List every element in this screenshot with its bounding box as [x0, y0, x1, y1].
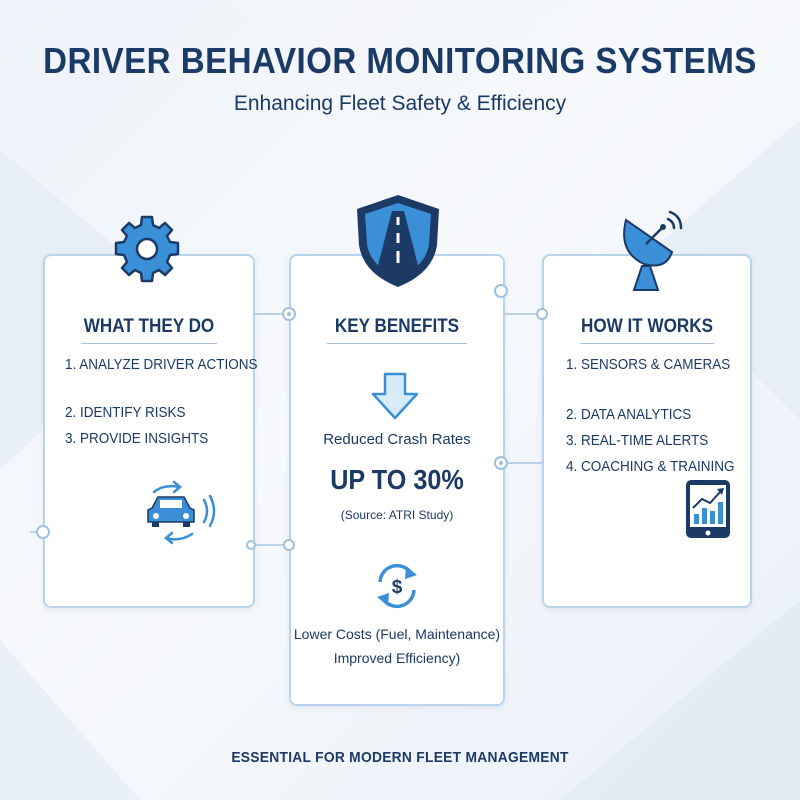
heading-divider — [327, 343, 467, 344]
satellite-dish-icon — [623, 210, 683, 291]
down-arrow-icon — [371, 372, 419, 420]
dollar-cycle-icon: $ — [377, 563, 417, 609]
card-how-it-works: HOW IT WORKS 1. SENSORS & CAMERAS 2. DAT… — [542, 254, 752, 608]
heading-divider — [580, 343, 714, 344]
card-what-they-do: WHAT THEY DO 1. ANALYZE DRIVER ACTIONS 2… — [43, 254, 258, 608]
list-item: 2. IDENTIFY RISKS — [65, 404, 186, 421]
card-heading-key-benefits: KEY BENEFITS — [334, 316, 460, 337]
card-heading-how-it-works: HOW IT WORKS — [580, 316, 714, 337]
source-note: (Source: ATRI Study) — [340, 508, 454, 522]
efficiency-benefit-text: Improved Efficiency) — [333, 650, 461, 666]
list-item: 1. SENSORS & CAMERAS — [566, 356, 731, 373]
list-item: 4. COACHING & TRAINING — [566, 458, 735, 475]
tablet-chart-icon — [686, 480, 730, 538]
crash-rate-value: UP TO 30% — [330, 464, 464, 495]
list-item: 1. ANALYZE DRIVER ACTIONS — [65, 356, 258, 373]
car-cycle-icon — [147, 480, 216, 545]
list-item: 3. PROVIDE INSIGHTS — [65, 430, 209, 447]
heading-divider — [81, 343, 217, 344]
cost-benefit-text: Lower Costs (Fuel, Maintenance) — [293, 626, 501, 642]
footer-text: ESSENTIAL FOR MODERN FLEET MANAGEMENT — [231, 749, 569, 766]
gear-icon — [114, 215, 180, 283]
page-title: DRIVER BEHAVIOR MONITORING SYSTEMS — [43, 40, 757, 81]
card-key-benefits: KEY BENEFITS Reduced Crash Rates UP TO 3… — [289, 254, 505, 706]
list-item: 2. DATA ANALYTICS — [566, 406, 692, 423]
card-heading-what-they-do: WHAT THEY DO — [83, 316, 215, 337]
shield-road-icon — [357, 195, 439, 287]
list-item: 3. REAL-TIME ALERTS — [566, 432, 709, 449]
page-subtitle: Enhancing Fleet Safety & Efficiency — [233, 92, 567, 115]
svg-text:$: $ — [392, 577, 403, 598]
crash-rate-label: Reduced Crash Rates — [323, 431, 471, 448]
